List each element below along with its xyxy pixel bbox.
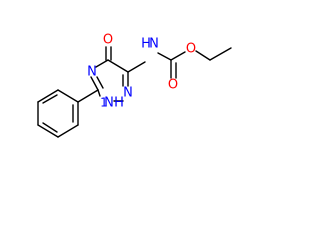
bond-phenyl-1 <box>57 89 79 103</box>
bond-ch2-ch3 <box>209 47 232 61</box>
bond-c3-n4 <box>90 76 99 91</box>
bond-layer <box>37 46 232 138</box>
bond-phenyl-5 <box>57 124 79 138</box>
molecule-diagram: N N N H 1 O H N O O <box>37 33 232 138</box>
bond-phenyl-inner-1 <box>42 94 58 104</box>
atom-n1h-h: H <box>114 96 124 111</box>
atom-n1h-number: 1 <box>100 96 108 110</box>
atom-n4: N <box>87 65 97 80</box>
bond-c3-n4-double <box>96 76 104 89</box>
bond-n4-c5 <box>95 59 109 68</box>
atom-ester-oxygen: O <box>186 42 196 57</box>
atom-amide-n: N <box>149 37 159 52</box>
atom-n2: N <box>123 86 133 101</box>
atom-n1h-n: N <box>104 96 114 111</box>
bond-c6-nh <box>127 61 146 73</box>
bond-o-ch2 <box>195 50 211 61</box>
bond-phenyl-4 <box>37 124 59 138</box>
atom-ring-oxygen: O <box>103 33 113 48</box>
bond-c-o-ester <box>170 51 186 61</box>
bond-c5-c6 <box>107 59 129 73</box>
bond-phenyl-inner-2 <box>42 122 58 133</box>
bond-n2-c3 <box>97 89 101 97</box>
bond-nh-c <box>157 52 172 61</box>
atom-amide-h: H <box>141 37 151 52</box>
atom-carbonyl-oxygen: O <box>168 78 178 93</box>
atom-labels: N N N H 1 O H N O O <box>87 33 196 111</box>
bond-phenyl-2 <box>37 89 59 103</box>
bond-phenyl-triazine <box>77 89 99 103</box>
